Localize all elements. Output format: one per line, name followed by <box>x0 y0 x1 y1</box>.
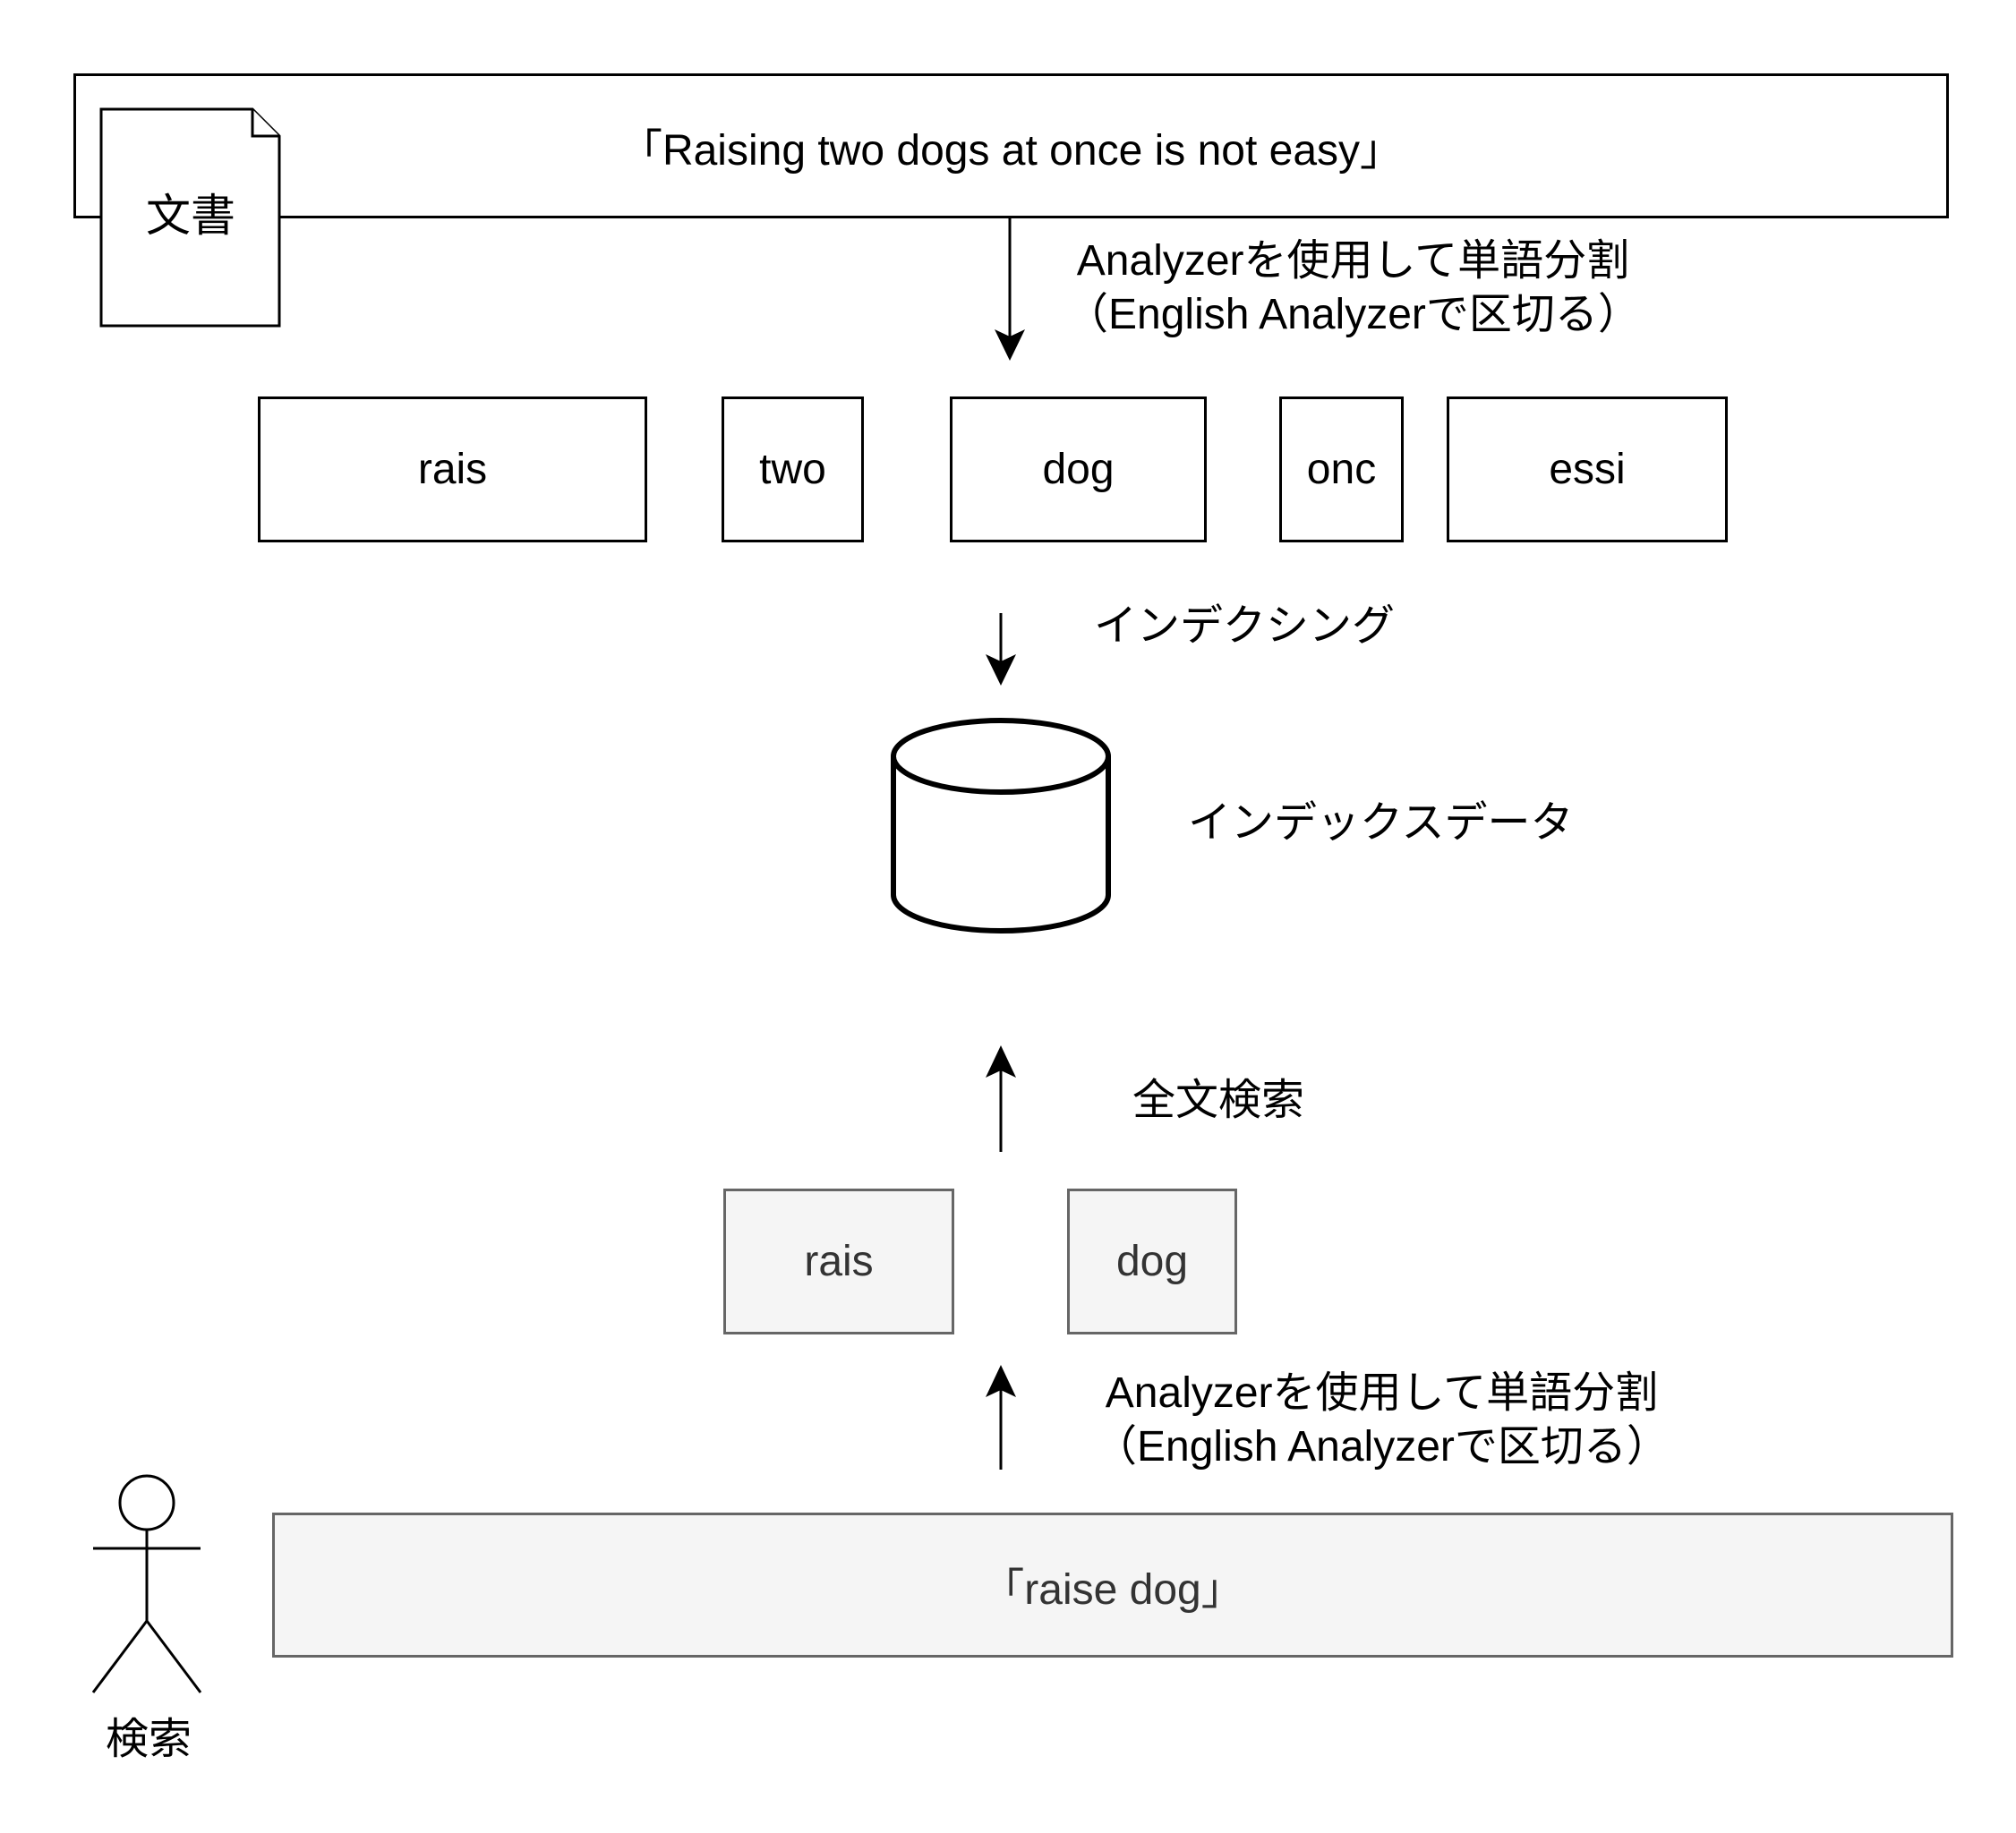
document-icon <box>99 107 281 328</box>
token-box: essi <box>1447 396 1728 542</box>
arrow-analyze-query <box>986 1365 1016 1470</box>
token-label: two <box>759 446 826 493</box>
query-text: 「raise dog」 <box>981 1566 1244 1614</box>
fulltext-search-label: 全文検索 <box>1132 1077 1305 1124</box>
token-box: rais <box>258 396 647 542</box>
user-actor-icon <box>91 1474 202 1693</box>
query-token-box: rais <box>723 1189 954 1334</box>
analyzer-label-bottom-line2: （English Analyzerで区切る） <box>1094 1423 1670 1471</box>
indexing-label: インデクシング <box>1094 602 1396 650</box>
index-data-label: インデックスデータ <box>1188 799 1574 847</box>
token-label: essi <box>1549 446 1626 493</box>
query-box: 「raise dog」 <box>272 1513 1953 1658</box>
user-actor-label: 検索 <box>106 1716 192 1763</box>
database-icon <box>891 718 1111 934</box>
analyzer-label-bottom-line1: Analyzerを使用して単語分割 <box>1105 1369 1659 1417</box>
arrow-fulltext-search <box>986 1045 1016 1152</box>
document-sentence-box: 「Raising two dogs at once is not easy」 <box>73 73 1949 218</box>
token-label: rais <box>417 446 488 493</box>
token-box: onc <box>1279 396 1404 542</box>
analyzer-label-bottom: Analyzerを使用して単語分割 （English Analyzerで区切る） <box>1094 1367 1670 1474</box>
analyzer-label-top-line2: （English Analyzerで区切る） <box>1065 291 1641 338</box>
arrow-analyze-document <box>995 218 1025 361</box>
query-token-box: dog <box>1067 1189 1237 1334</box>
document-icon-label: 文書 <box>146 191 235 241</box>
token-label: onc <box>1306 446 1377 493</box>
query-token-label: rais <box>804 1238 874 1285</box>
document-sentence: 「Raising two dogs at once is not easy」 <box>619 127 1404 175</box>
analyzer-label-top: Analyzerを使用して単語分割 （English Analyzerで区切る） <box>1065 234 1641 342</box>
analyzer-label-top-line1: Analyzerを使用して単語分割 <box>1076 237 1630 285</box>
query-token-label: dog <box>1115 1238 1189 1285</box>
token-box: two <box>722 396 864 542</box>
token-box: dog <box>950 396 1207 542</box>
token-label: dog <box>1042 446 1115 493</box>
arrow-indexing <box>986 613 1016 686</box>
